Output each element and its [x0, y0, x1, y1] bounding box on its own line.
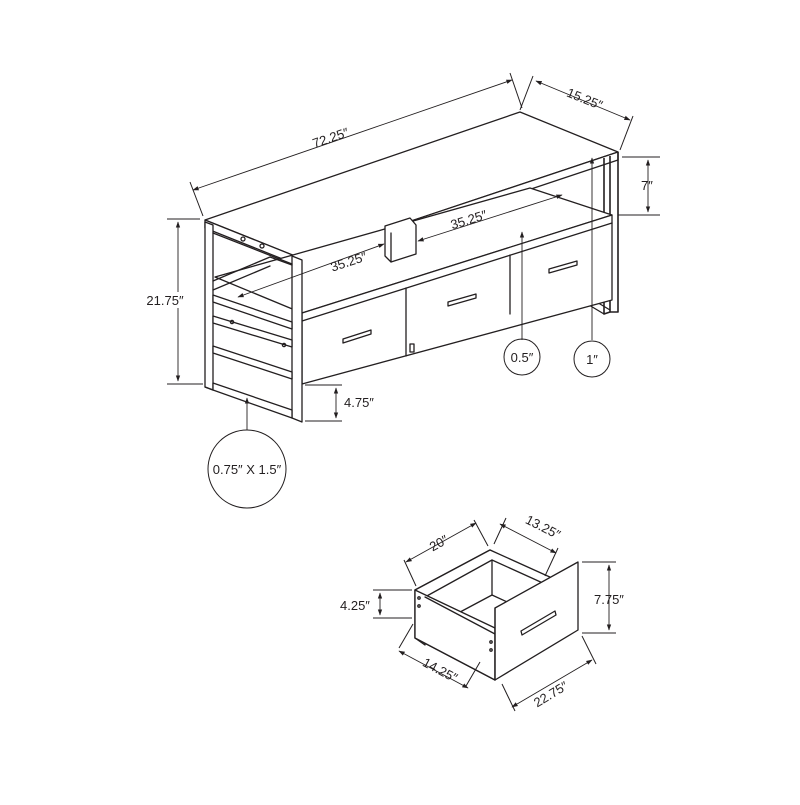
height-label: 21.75″	[146, 293, 184, 308]
drawer-front-width-dimension-line	[511, 659, 593, 708]
drawer-bottom-width-dimension-line	[398, 650, 469, 689]
tv-stand-drawing	[204, 111, 619, 423]
drawer-depth-dimension-line	[499, 523, 557, 554]
left-side-frame	[204, 221, 303, 423]
drawer-width-label: 20″	[427, 532, 451, 555]
drawer-inner-height-label: 4.25″	[340, 598, 370, 613]
top-gap-label: 7″	[641, 178, 653, 193]
drawer-width-dimension-line	[405, 522, 477, 563]
length-label: 72.25″	[311, 124, 351, 150]
divider-panel	[384, 217, 417, 263]
length-dimension-line	[192, 79, 513, 191]
top-thickness-callout	[573, 340, 611, 378]
shelf-thickness-label: 0.5″	[511, 350, 534, 365]
drawer-drawing	[414, 549, 579, 681]
drawer-front-height-label: 7.75″	[594, 592, 624, 607]
drawer-pulls	[342, 260, 578, 344]
drawer-depth-label: 13.25″	[523, 512, 563, 542]
bottom-clearance-label: 4.75″	[344, 395, 374, 410]
drawer-front-width-label: 22.75″	[531, 678, 571, 710]
shelf-back-dimension-line	[417, 194, 563, 242]
depth-dimension-line	[535, 80, 631, 121]
top-thickness-label: 1″	[586, 352, 598, 367]
drawer-handle	[520, 610, 557, 636]
shelf-front-dimension-line	[237, 243, 385, 298]
leg-profile-label: 0.75″ X 1.5″	[213, 462, 282, 477]
leg-profile-callout	[207, 429, 287, 509]
shelf-thickness-callout	[503, 338, 541, 376]
depth-label: 15.25″	[565, 85, 605, 113]
